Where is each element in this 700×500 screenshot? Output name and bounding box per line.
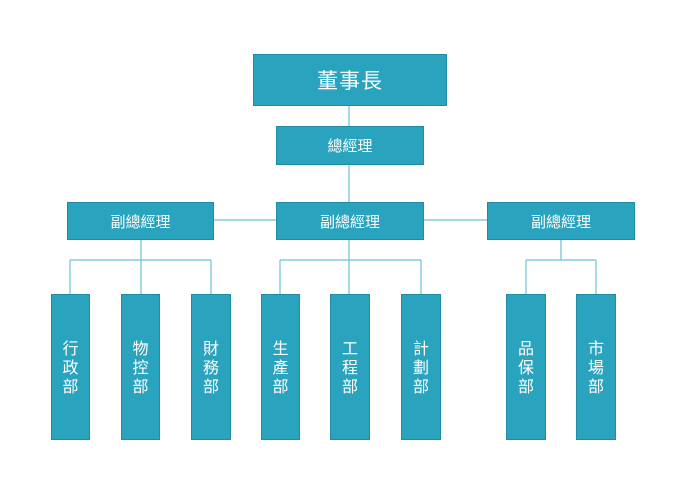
dept-label-5: 工程部 bbox=[341, 338, 358, 396]
dept-box-3: 財務部 bbox=[191, 294, 231, 440]
dept-box-8: 市場部 bbox=[576, 294, 616, 440]
dept-box-4: 生產部 bbox=[261, 294, 300, 440]
dept-box-5: 工程部 bbox=[330, 294, 370, 440]
dept-label-7: 品保部 bbox=[517, 338, 534, 396]
dept-label-2: 物控部 bbox=[132, 338, 149, 396]
vp-label-2: 副總經理 bbox=[319, 212, 380, 231]
vp-box-3: 副總經理 bbox=[487, 202, 635, 240]
vp-label-3: 副總經理 bbox=[530, 212, 591, 231]
dept-box-6: 計劃部 bbox=[401, 294, 441, 440]
dept-box-2: 物控部 bbox=[121, 294, 160, 440]
gm-label: 總經理 bbox=[327, 137, 373, 155]
chairman-label: 董事長 bbox=[317, 69, 383, 93]
dept-box-1: 行政部 bbox=[51, 294, 90, 440]
dept-label-3: 財務部 bbox=[202, 338, 219, 396]
gm-box: 總經理 bbox=[276, 126, 424, 165]
dept-label-4: 生產部 bbox=[272, 338, 289, 396]
vp-box-1: 副總經理 bbox=[67, 202, 214, 240]
chairman-box: 董事長 bbox=[253, 54, 447, 106]
dept-label-1: 行政部 bbox=[62, 338, 79, 396]
vp-label-1: 副總經理 bbox=[110, 212, 171, 231]
vp-box-2: 副總經理 bbox=[276, 202, 424, 240]
dept-box-7: 品保部 bbox=[506, 294, 546, 440]
dept-label-6: 計劃部 bbox=[412, 338, 429, 396]
dept-label-8: 市場部 bbox=[587, 338, 604, 396]
